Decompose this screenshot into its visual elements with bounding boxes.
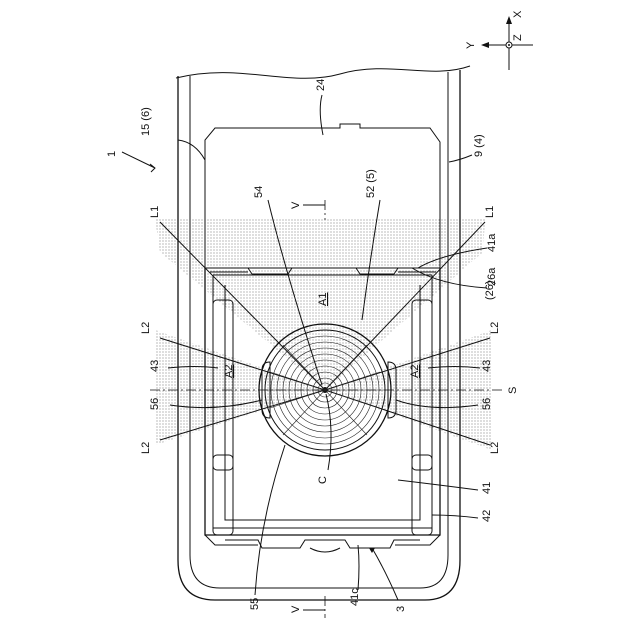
label-l2-left-top: L2 bbox=[140, 322, 152, 334]
label-ref-1: 1 bbox=[106, 151, 118, 157]
axis-indicator: X Y Z bbox=[465, 10, 533, 70]
label-l2-left-bottom: L2 bbox=[140, 442, 152, 454]
label-s-axis: S bbox=[507, 387, 519, 394]
label-ref-9: 9 (4) bbox=[473, 134, 485, 157]
label-a2-left: A2 bbox=[223, 365, 235, 378]
label-ref-41: 41 bbox=[481, 482, 493, 494]
axis-x-label: X bbox=[512, 10, 524, 18]
label-ref-56-right: 56 bbox=[481, 398, 493, 410]
label-ref-52: 52 (5) bbox=[365, 169, 377, 198]
axis-z-label: Z bbox=[512, 34, 524, 41]
label-c-center: C bbox=[317, 476, 329, 484]
label-ref-43-right: 43 bbox=[481, 360, 493, 372]
label-ref-26: (26) bbox=[484, 280, 496, 300]
label-v-bottom: V bbox=[290, 605, 302, 613]
label-a2-right: A2 bbox=[409, 365, 421, 378]
label-l2-right-bottom: L2 bbox=[489, 442, 501, 454]
label-ref-3: 3 bbox=[395, 606, 407, 612]
label-l2-right-top: L2 bbox=[489, 322, 501, 334]
label-ref-55: 55 bbox=[249, 598, 261, 610]
label-v-top: V bbox=[290, 201, 302, 209]
label-l1-left: L1 bbox=[149, 206, 161, 218]
axis-y-label: Y bbox=[465, 41, 477, 49]
label-ref-15: 15 (6) bbox=[140, 107, 152, 136]
label-ref-41a: 41a bbox=[486, 233, 498, 252]
label-ref-41c: 41c bbox=[349, 588, 361, 606]
label-ref-24: 24 bbox=[315, 79, 327, 91]
label-ref-56-left: 56 bbox=[149, 398, 161, 410]
label-ref-43-left: 43 bbox=[149, 360, 161, 372]
label-ref-42: 42 bbox=[481, 510, 493, 522]
label-ref-54: 54 bbox=[253, 186, 265, 198]
label-a1: A1 bbox=[317, 293, 329, 306]
label-l1-right: L1 bbox=[484, 206, 496, 218]
